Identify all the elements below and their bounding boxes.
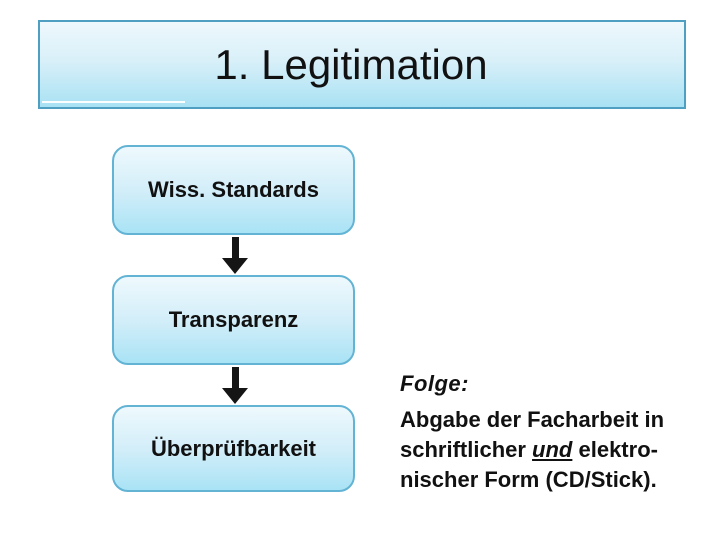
flow-box-ueberpruefbarkeit: Überprüfbarkeit xyxy=(112,405,355,492)
title-accent-line xyxy=(42,101,185,103)
note-line-1: Abgabe der Facharbeit in xyxy=(400,407,665,432)
note-body: Abgabe der Facharbeit in schriftlicher u… xyxy=(400,405,695,495)
arrow-stem xyxy=(231,237,239,258)
page-title: 1. Legitimation xyxy=(214,40,488,88)
arrow-stem xyxy=(231,367,239,388)
flow-box-label: Überprüfbarkeit xyxy=(150,435,317,461)
note-line-3: nischer Form (CD/Stick). xyxy=(400,467,657,492)
down-arrow-icon xyxy=(222,237,248,274)
arrow-head xyxy=(222,258,248,274)
note-heading: Folge: xyxy=(400,371,469,396)
note-line-2-pre: schriftlicher xyxy=(400,437,533,462)
note-emphasis-und: und xyxy=(532,437,573,462)
note-line-2-post: elektro- xyxy=(572,437,658,462)
flow-box-wiss-standards: Wiss. Standards xyxy=(112,145,355,235)
down-arrow-icon xyxy=(222,367,248,404)
flow-box-label: Wiss. Standards xyxy=(148,177,319,202)
flow-box-label: Transparenz xyxy=(168,307,299,332)
title-bar: 1. Legitimation xyxy=(38,20,686,109)
flow-box-transparenz: Transparenz xyxy=(112,275,355,365)
arrow-head xyxy=(222,388,248,404)
note-block: Folge: Abgabe der Facharbeit in schriftl… xyxy=(400,371,695,495)
